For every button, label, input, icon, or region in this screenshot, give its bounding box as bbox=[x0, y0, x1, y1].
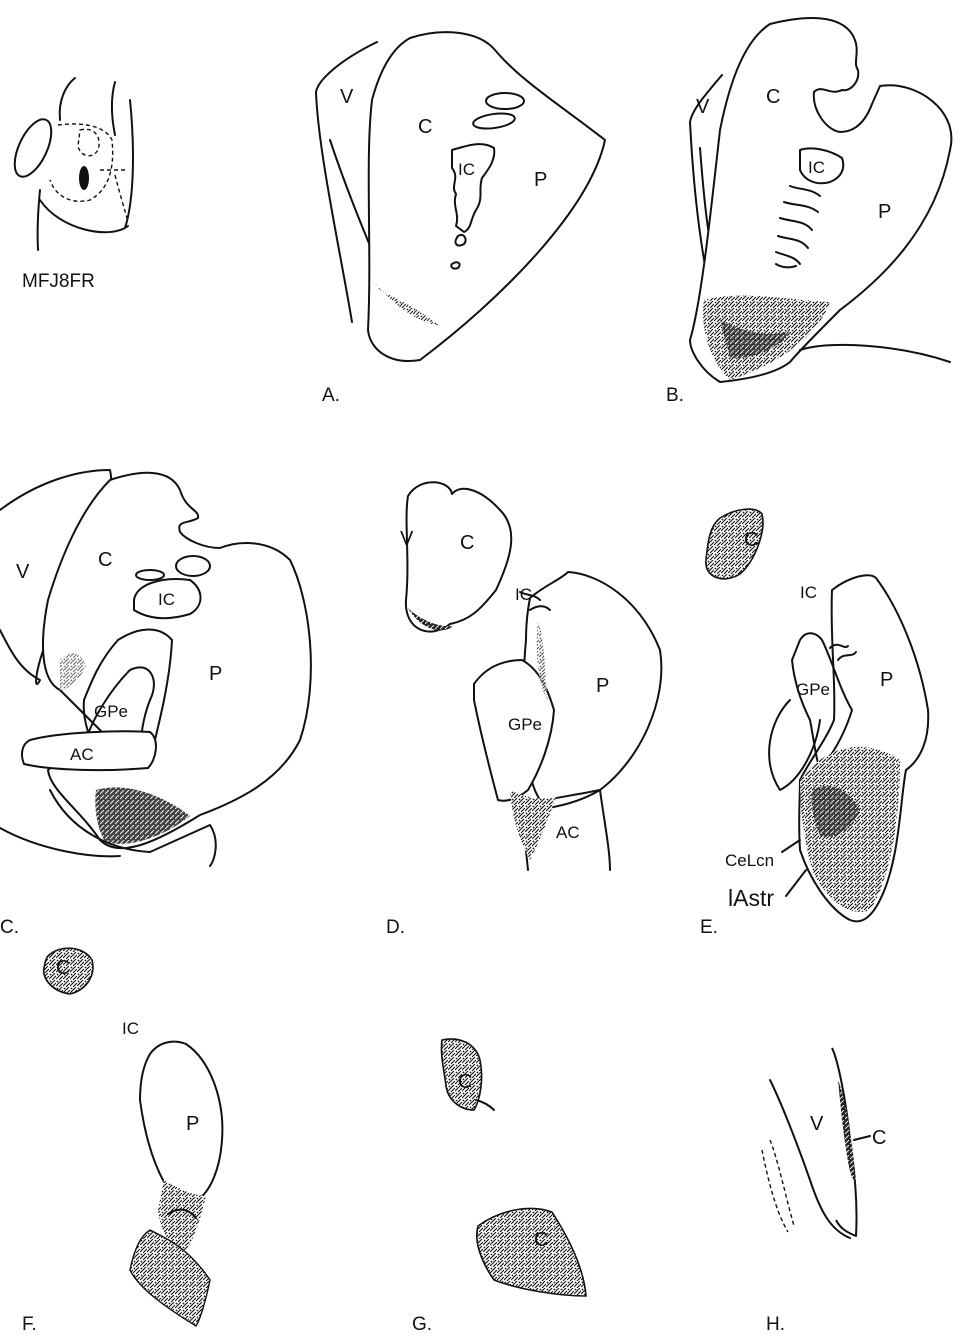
panel-a-label-ic: IC bbox=[458, 160, 475, 179]
panel-f-label-p: P bbox=[186, 1113, 199, 1135]
panel-e-label-celcn: CeLcn bbox=[725, 851, 774, 870]
panel-c-label-gpe: GPe bbox=[94, 702, 128, 721]
panel-c-label-c: C bbox=[98, 549, 112, 571]
panel-e-label: E. bbox=[700, 917, 718, 938]
panel-g: C C G. bbox=[412, 1039, 586, 1335]
panel-b-label-v: V bbox=[696, 96, 710, 118]
panel-f: C IC P F. bbox=[22, 948, 222, 1335]
panel-h: V C H. bbox=[762, 1048, 886, 1335]
panel-a: V C IC P A. bbox=[316, 32, 605, 406]
panel-b-label-c: C bbox=[766, 86, 780, 108]
case-id-label: MFJ8FR bbox=[22, 271, 95, 292]
panel-b: V C IC P B. bbox=[666, 18, 951, 406]
panel-d-label-ac: AC bbox=[556, 823, 580, 842]
panel-d-label-gpe: GPe bbox=[508, 715, 542, 734]
panel-d-label-ic: IC bbox=[515, 585, 532, 604]
panel-g-label: G. bbox=[412, 1314, 432, 1335]
panel-e-label-lastr: lAstr bbox=[728, 885, 774, 911]
panel-h-label: H. bbox=[766, 1314, 785, 1335]
panel-f-label-ic: IC bbox=[122, 1019, 139, 1038]
panel-e-label-gpe: GPe bbox=[796, 680, 830, 699]
panel-d-label-p: P bbox=[596, 675, 609, 697]
panel-h-label-c: C bbox=[872, 1127, 886, 1149]
panel-e-label-ic: IC bbox=[800, 583, 817, 602]
panel-e-label-c: C bbox=[744, 529, 758, 551]
panel-c-label-p: P bbox=[209, 663, 222, 685]
panel-a-label: A. bbox=[322, 385, 340, 406]
panel-a-label-c: C bbox=[418, 116, 432, 138]
panel-a-label-v: V bbox=[340, 86, 354, 108]
panel-b-label-p: P bbox=[878, 201, 891, 223]
panel-e-label-p: P bbox=[880, 669, 893, 691]
panel-c-label-ic: IC bbox=[158, 590, 175, 609]
panel-f-label-c: C bbox=[56, 957, 70, 979]
panel-e: C IC P GPe CeLcn lAstr E. bbox=[700, 509, 928, 938]
panel-b-label: B. bbox=[666, 385, 684, 406]
panel-c: V C IC P GPe AC C. bbox=[0, 470, 311, 938]
panel-d-label-c: C bbox=[460, 532, 474, 554]
panel-g-label-c1: C bbox=[458, 1071, 472, 1093]
panel-c-label: C. bbox=[0, 917, 19, 938]
panel-d-label: D. bbox=[386, 917, 405, 938]
panel-f-label: F. bbox=[22, 1314, 37, 1335]
panel-c-label-v: V bbox=[16, 561, 30, 583]
panel-g-label-c2: C bbox=[534, 1229, 548, 1251]
panel-a-label-p: P bbox=[534, 169, 547, 191]
panel-h-label-v: V bbox=[810, 1113, 824, 1135]
panel-c-label-ac: AC bbox=[70, 745, 94, 764]
panel-d-label-v: V bbox=[400, 528, 414, 550]
injection-site-marker bbox=[79, 166, 89, 190]
inset-locator: MFJ8FR bbox=[7, 78, 133, 292]
panel-b-label-ic: IC bbox=[808, 158, 825, 177]
panel-d: V C IC P GPe AC D. bbox=[386, 482, 661, 938]
